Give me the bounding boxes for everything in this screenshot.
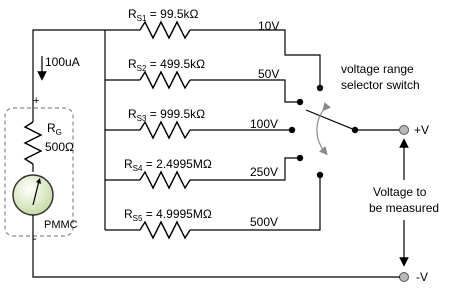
selector-arm: [305, 109, 356, 131]
rg-value: 500Ω: [45, 140, 74, 154]
contact-250v: [296, 154, 304, 162]
rotation-arrow: [316, 102, 331, 156]
pmmc-meter-icon: [12, 174, 54, 216]
branch-s1: [105, 20, 321, 88]
switch-label-line2: selector switch: [341, 78, 420, 92]
pmmc-label: PMMC: [44, 219, 78, 231]
plus-terminal: [399, 125, 409, 135]
voltage-500v-label: 500V: [250, 215, 278, 229]
rs4-label: RS4 = 2.4995MΩ: [124, 157, 212, 173]
contact-100v: [288, 126, 296, 134]
minus-terminal: [399, 272, 409, 282]
contact-50v: [296, 98, 304, 106]
rs5-label: RS5 = 4.9995MΩ: [124, 207, 212, 223]
branch-s5: [105, 178, 321, 240]
measured-label-line1: Voltage to: [373, 185, 427, 199]
measured-label-line2: be measured: [369, 201, 439, 215]
rg-label: RG: [47, 121, 62, 137]
branch-s4: [105, 157, 298, 190]
plus-terminal-label: +V: [414, 123, 429, 137]
voltage-100v-label: 100V: [250, 117, 278, 131]
rs2-label: RS2 = 499.5kΩ: [128, 57, 205, 73]
voltage-10v-label: 10V: [258, 19, 279, 33]
rs3-label: RS3 = 999.5kΩ: [128, 107, 205, 123]
meter-minus-sign: -: [33, 233, 37, 245]
meter-plus-sign: +: [33, 95, 39, 107]
current-label: 100uA: [45, 55, 80, 69]
top-left-wire: [32, 29, 105, 98]
branch-s2: [105, 70, 298, 103]
meter-needle: [32, 180, 40, 206]
rg-resistor: [23, 121, 43, 165]
contact-10v: [316, 84, 324, 92]
meter-enclosure: [4, 107, 74, 237]
voltage-50v-label: 50V: [258, 67, 279, 81]
switch-label-line1: voltage range: [341, 62, 414, 76]
rs1-label: RS1 = 99.5kΩ: [128, 7, 199, 23]
minus-terminal-label: -V: [416, 270, 428, 284]
voltage-250v-label: 250V: [250, 165, 278, 179]
contact-500v: [316, 171, 324, 179]
branch-s3: [105, 120, 290, 140]
bottom-return-wire: [32, 240, 400, 278]
